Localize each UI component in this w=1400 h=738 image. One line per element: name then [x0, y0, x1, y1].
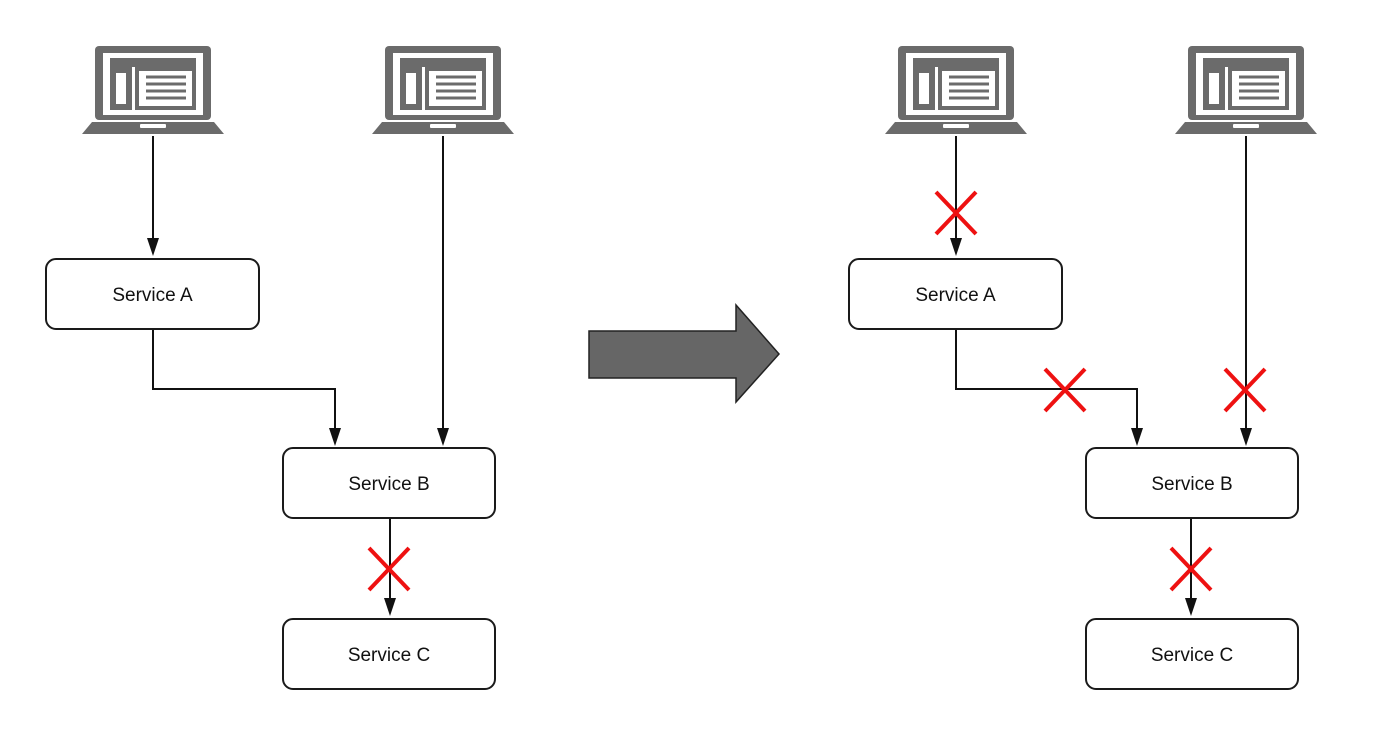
- cross-icon: [367, 546, 411, 592]
- service-a-node: Service A: [45, 258, 260, 330]
- edge-service-b-to-service-c: [384, 518, 396, 616]
- service-c-node: Service C: [1085, 618, 1299, 690]
- edge-client2-to-service-b: [437, 136, 449, 446]
- laptop-icon: [1173, 44, 1319, 136]
- service-c-label: Service C: [348, 645, 430, 666]
- edge-service-b-to-service-c: [1185, 518, 1197, 616]
- service-b-node: Service B: [1085, 447, 1299, 519]
- edge-service-a-to-service-b: [152, 330, 341, 446]
- laptop-icon: [883, 44, 1029, 136]
- cross-icon: [1169, 546, 1213, 592]
- laptop-icon: [80, 44, 226, 136]
- service-a-label: Service A: [915, 285, 996, 306]
- laptop-icon: [370, 44, 516, 136]
- service-a-label: Service A: [112, 285, 193, 306]
- right-arrow-icon: [588, 303, 781, 404]
- cross-icon: [934, 190, 978, 236]
- service-b-node: Service B: [282, 447, 496, 519]
- edge-client1-to-service-a: [950, 136, 962, 256]
- edge-service-a-to-service-b: [955, 330, 1143, 446]
- cross-icon: [1223, 367, 1267, 413]
- cross-icon: [1043, 367, 1087, 413]
- edge-client2-to-service-b: [1240, 136, 1252, 446]
- after-panel: Service A Service B Service C: [848, 44, 1319, 690]
- before-panel: Service A Service B Service C: [45, 44, 516, 690]
- edge-client1-to-service-a: [147, 136, 159, 256]
- service-a-node: Service A: [848, 258, 1063, 330]
- service-b-label: Service B: [1151, 474, 1232, 495]
- service-b-label: Service B: [348, 474, 429, 495]
- service-c-label: Service C: [1151, 645, 1233, 666]
- service-c-node: Service C: [282, 618, 496, 690]
